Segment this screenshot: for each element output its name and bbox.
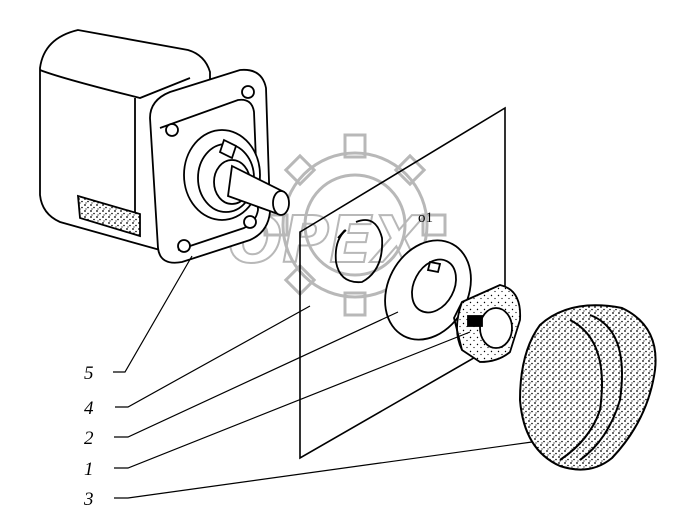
- callout-5: 5: [84, 363, 94, 384]
- knob: [518, 304, 657, 471]
- leader-lines: [113, 255, 533, 499]
- leader-line-5: [113, 255, 193, 373]
- plate-label: o1: [418, 210, 433, 226]
- switch-body: [39, 29, 290, 264]
- retaining-clip: [334, 219, 384, 284]
- callout-3: 3: [83, 489, 94, 510]
- callout-4: 4: [84, 398, 94, 419]
- callout-1: 1: [84, 459, 94, 480]
- leader-line-1: [114, 331, 471, 469]
- leader-line-3: [114, 441, 533, 499]
- washer: [384, 239, 472, 341]
- callouts: 5 4 2 1 3: [83, 363, 94, 510]
- leader-line-2: [114, 311, 399, 438]
- nut: [453, 284, 522, 363]
- callout-2: 2: [84, 428, 94, 449]
- leader-line-4: [115, 305, 311, 408]
